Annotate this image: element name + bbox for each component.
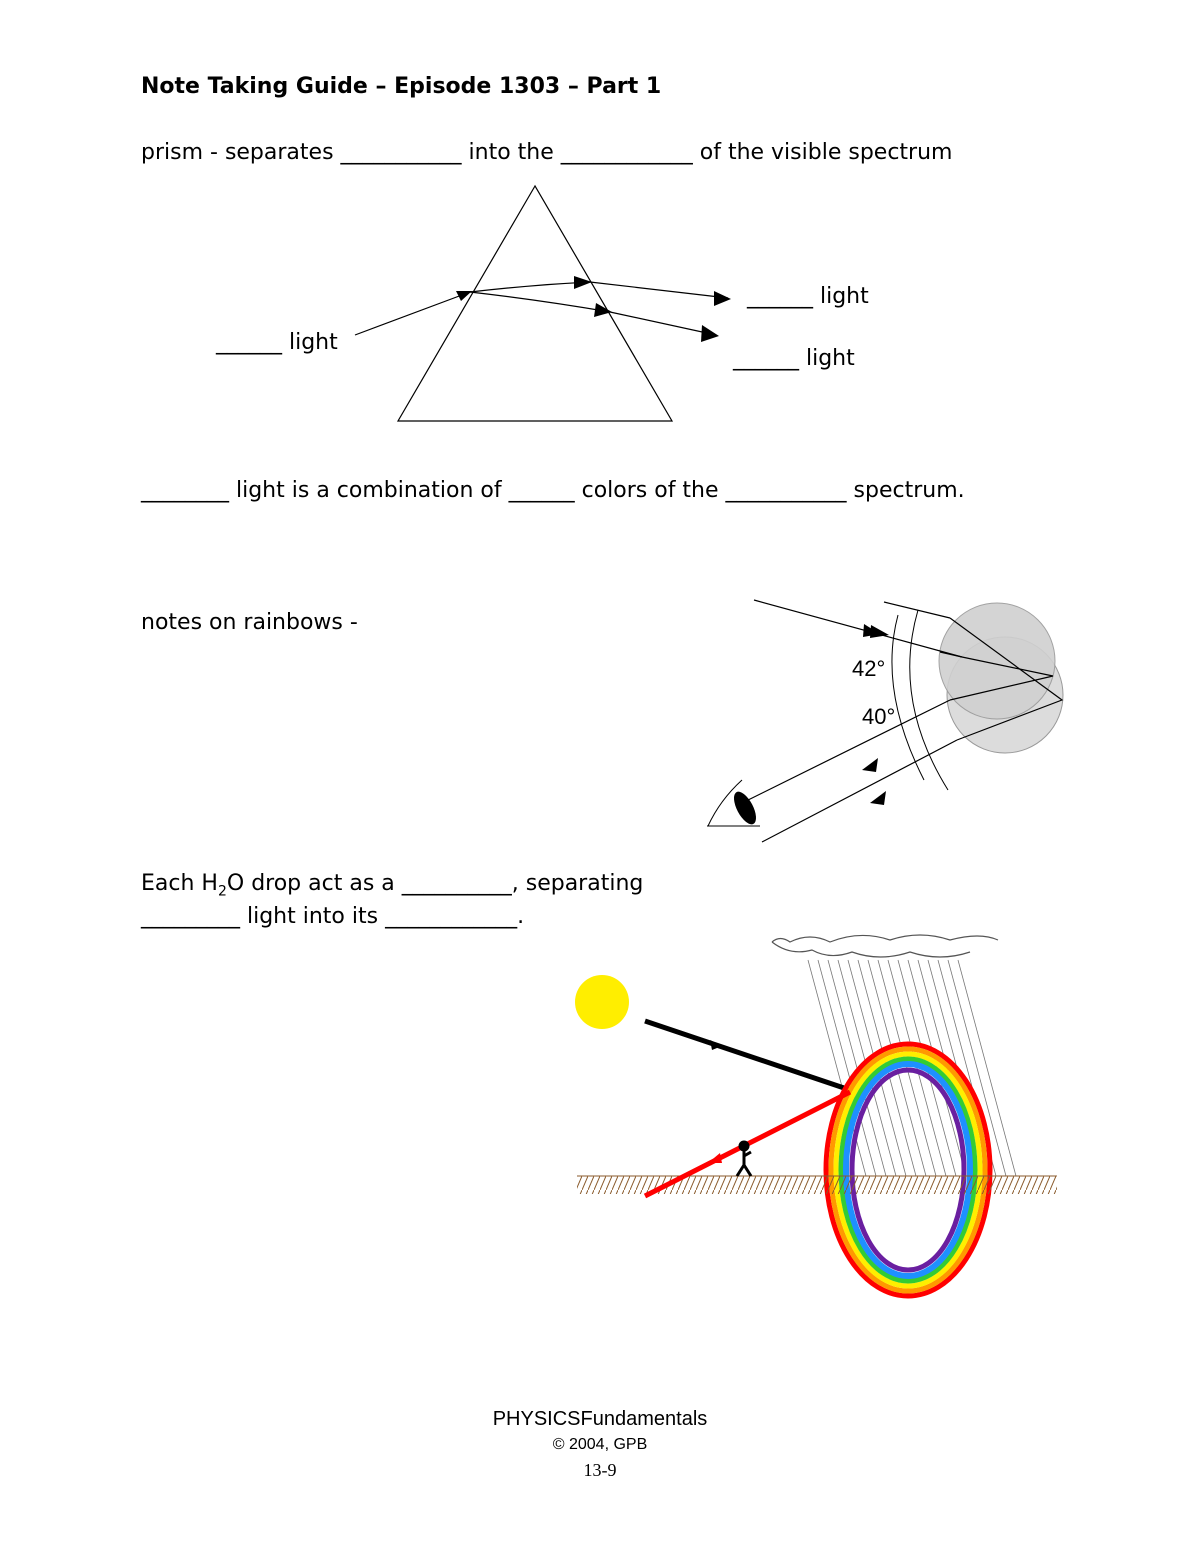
prism-right-label-top: ______ light (747, 284, 869, 309)
prism-triangle (396, 184, 674, 422)
prism-diagram (354, 184, 731, 422)
prism-right-label-bottom: ______ light (733, 346, 855, 371)
ray-arrow-5 (701, 325, 719, 342)
cloud-icon (771, 934, 999, 958)
ray-arrow-3 (594, 303, 612, 317)
person-icon (735, 1140, 753, 1177)
ground (577, 1176, 1057, 1194)
rainbow-yellow (833, 1051, 983, 1289)
drop-circle-upper (938, 602, 1056, 720)
ray-arrow-2 (574, 276, 592, 289)
eye-icon (733, 791, 757, 825)
rainbow-scene (575, 934, 1057, 1299)
page-title: Note Taking Guide – Episode 1303 – Part … (141, 74, 662, 99)
footer-page-number: 13-9 (583, 1460, 617, 1480)
prism-definition-line: prism - separates ___________ into the _… (141, 140, 953, 165)
inner-ray-top (469, 281, 591, 293)
ray-arrow-4 (714, 291, 731, 306)
outgoing-ray-top (589, 281, 729, 299)
footer-brand: PHYSICSFundamentals (492, 1408, 708, 1430)
rainbow-green (838, 1056, 978, 1284)
combination-line: ________ light is a combination of _____… (141, 478, 965, 503)
water-drop-line-1: Each H2O drop act as a __________, separ… (141, 871, 644, 900)
sun-ray (644, 1018, 851, 1093)
rainbow-blue (843, 1061, 973, 1279)
footer-copyright: © 2004, GPB (552, 1436, 648, 1453)
prism-left-label: ______ light (216, 330, 338, 355)
rainbow-notes-heading: notes on rainbows - (141, 610, 358, 635)
rainbow-orange (828, 1046, 988, 1294)
incoming-ray (354, 291, 471, 336)
rainbow-violet (849, 1067, 967, 1273)
sun-icon (575, 975, 629, 1029)
water-drop-line-2: _________ light into its ____________. (141, 904, 525, 929)
outgoing-ray-bottom (609, 311, 717, 336)
angle-42-label: 42° (852, 656, 886, 681)
ray-arrow-1 (456, 291, 472, 301)
rainbow-red (823, 1041, 993, 1299)
inner-ray-bottom (469, 291, 611, 313)
raindrop-diagram (707, 599, 1064, 843)
angle-40-label: 40° (862, 704, 896, 729)
